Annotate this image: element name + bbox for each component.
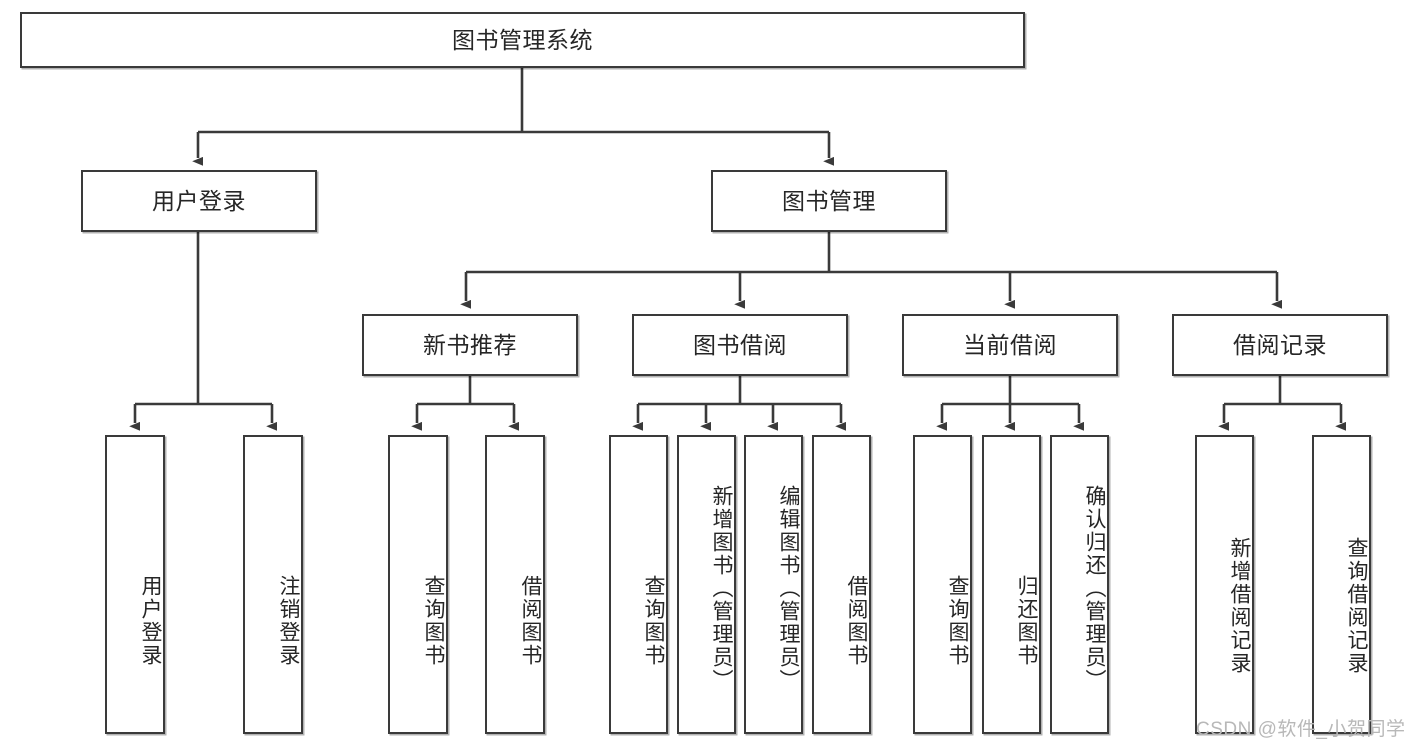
leaf-return-book-label: 归还图书	[1015, 574, 1038, 667]
node-current-borrow-label: 当前借阅	[963, 331, 1057, 358]
leaf-user-login-label: 用户登录	[139, 574, 162, 667]
leaf-query-book-2[interactable]: 查询图书	[609, 435, 668, 734]
leaf-edit-book[interactable]: 编辑图书（管理员）	[744, 435, 803, 734]
leaf-user-login[interactable]: 用户登录	[105, 435, 165, 734]
node-root[interactable]: 图书管理系统	[20, 12, 1025, 68]
node-borrow-record-label: 借阅记录	[1233, 331, 1327, 358]
leaf-edit-book-label: 编辑图书（管理员）	[777, 485, 800, 692]
node-user-login-label: 用户登录	[152, 187, 246, 214]
leaf-borrow-book-1[interactable]: 借阅图书	[485, 435, 545, 734]
leaf-query-record-label: 查询借阅记录	[1345, 536, 1368, 675]
node-borrow-record[interactable]: 借阅记录	[1172, 314, 1388, 376]
leaf-confirm-return-label: 确认归还（管理员）	[1083, 485, 1106, 692]
leaf-borrow-book-1-label: 借阅图书	[519, 574, 542, 667]
leaf-query-book-1-label: 查询图书	[422, 574, 445, 667]
leaf-logout-label: 注销登录	[277, 574, 300, 667]
watermark: CSDN @软件_小贺同学	[1196, 719, 1405, 740]
leaf-borrow-book-2[interactable]: 借阅图书	[812, 435, 871, 734]
leaf-add-record[interactable]: 新增借阅记录	[1195, 435, 1254, 734]
leaf-add-record-label: 新增借阅记录	[1228, 536, 1251, 675]
leaf-add-book-label: 新增图书（管理员）	[710, 485, 733, 692]
node-book-borrow-label: 图书借阅	[693, 331, 787, 358]
node-root-label: 图书管理系统	[452, 26, 593, 53]
leaf-query-book-3-label: 查询图书	[946, 574, 969, 667]
leaf-query-book-1[interactable]: 查询图书	[388, 435, 448, 734]
leaf-add-book[interactable]: 新增图书（管理员）	[677, 435, 736, 734]
node-book-manage[interactable]: 图书管理	[711, 170, 947, 232]
leaf-query-book-3[interactable]: 查询图书	[913, 435, 972, 734]
leaf-borrow-book-2-label: 借阅图书	[845, 574, 868, 667]
leaf-query-book-2-label: 查询图书	[642, 574, 665, 667]
leaf-query-record[interactable]: 查询借阅记录	[1312, 435, 1371, 734]
leaf-logout[interactable]: 注销登录	[243, 435, 303, 734]
node-user-login[interactable]: 用户登录	[81, 170, 317, 232]
node-new-book-rec-label: 新书推荐	[423, 331, 517, 358]
node-current-borrow[interactable]: 当前借阅	[902, 314, 1118, 376]
node-new-book-rec[interactable]: 新书推荐	[362, 314, 578, 376]
node-book-manage-label: 图书管理	[782, 187, 876, 214]
node-book-borrow[interactable]: 图书借阅	[632, 314, 848, 376]
leaf-confirm-return[interactable]: 确认归还（管理员）	[1050, 435, 1109, 734]
leaf-return-book[interactable]: 归还图书	[982, 435, 1041, 734]
